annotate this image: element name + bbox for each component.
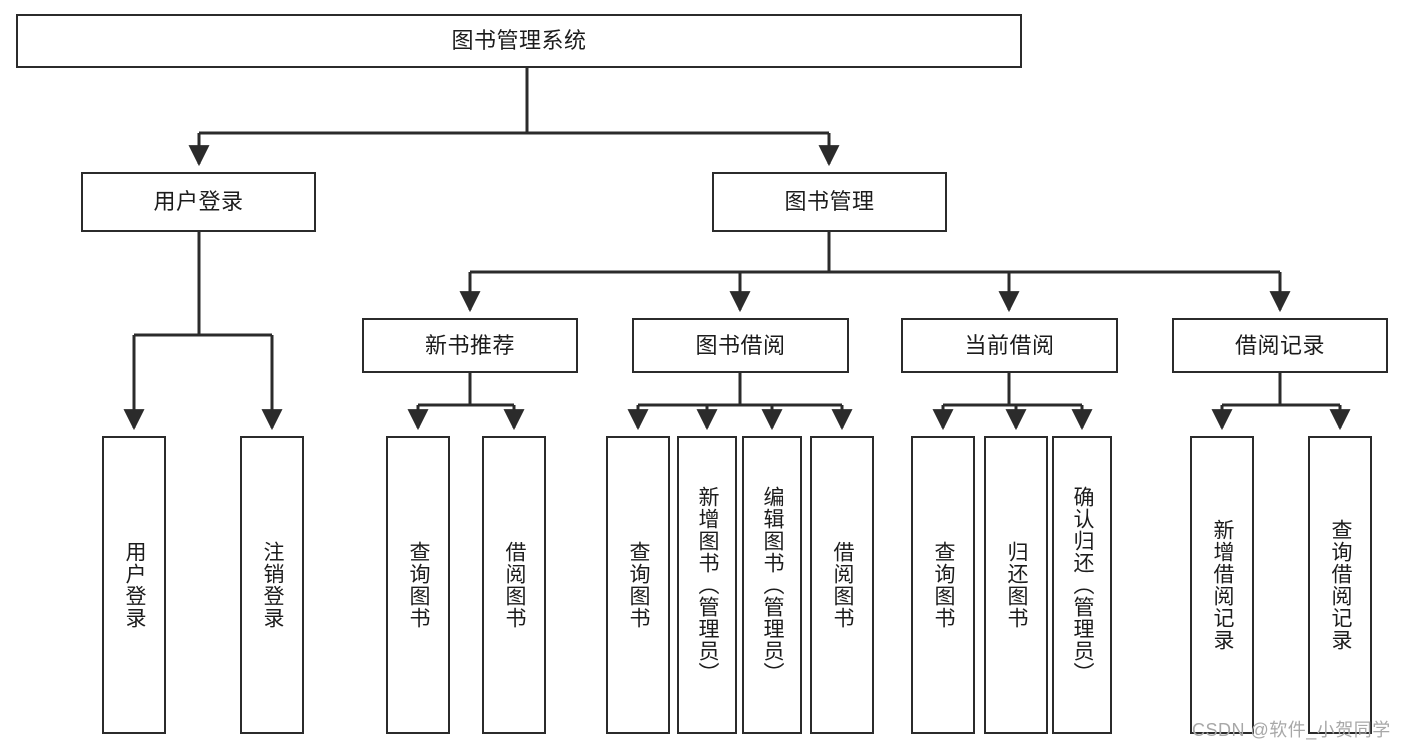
node-user-login[interactable]: 用户登录 (81, 172, 316, 232)
node-leaf-edit-book-admin[interactable]: 编辑图书（管理员） (742, 436, 802, 734)
node-user-login-label: 用户登录 (153, 189, 244, 215)
node-leaf-query-book-rec-label: 查询图书 (407, 541, 431, 629)
node-book-borrow-label: 图书借阅 (695, 332, 786, 358)
node-leaf-query-book-borrow-label: 查询图书 (627, 541, 651, 629)
node-current-borrow-label: 当前借阅 (964, 332, 1055, 358)
node-leaf-borrow-book-rec[interactable]: 借阅图书 (482, 436, 546, 734)
node-borrow-record[interactable]: 借阅记录 (1172, 318, 1388, 373)
node-leaf-borrow-book-label: 借阅图书 (831, 541, 855, 629)
node-leaf-return-book-label: 归还图书 (1005, 541, 1029, 629)
node-book-borrow[interactable]: 图书借阅 (632, 318, 849, 373)
node-book-manage-label: 图书管理 (784, 189, 875, 215)
node-leaf-borrow-book-rec-label: 借阅图书 (503, 541, 527, 629)
node-current-borrow[interactable]: 当前借阅 (901, 318, 1118, 373)
node-new-book-rec-label: 新书推荐 (424, 332, 515, 358)
node-root[interactable]: 图书管理系统 (16, 14, 1022, 68)
node-leaf-query-borrow-record-label: 查询借阅记录 (1329, 519, 1353, 651)
node-leaf-query-book-current-label: 查询图书 (932, 541, 956, 629)
node-leaf-add-borrow-record-label: 新增借阅记录 (1211, 519, 1235, 651)
node-new-book-rec[interactable]: 新书推荐 (362, 318, 578, 373)
node-leaf-return-book[interactable]: 归还图书 (984, 436, 1048, 734)
node-book-manage[interactable]: 图书管理 (712, 172, 947, 232)
node-leaf-borrow-book[interactable]: 借阅图书 (810, 436, 874, 734)
node-leaf-user-login[interactable]: 用户登录 (102, 436, 166, 734)
node-borrow-record-label: 借阅记录 (1234, 332, 1325, 358)
node-leaf-query-borrow-record[interactable]: 查询借阅记录 (1308, 436, 1372, 734)
node-leaf-user-logout[interactable]: 注销登录 (240, 436, 304, 734)
node-leaf-query-book-borrow[interactable]: 查询图书 (606, 436, 670, 734)
watermark-text: CSDN @软件_小贺同学 (1192, 720, 1391, 740)
node-root-label: 图书管理系统 (451, 28, 587, 54)
node-leaf-query-book-current[interactable]: 查询图书 (911, 436, 975, 734)
node-leaf-confirm-return-admin-label: 确认归还（管理员） (1071, 486, 1095, 684)
node-leaf-add-book-admin-label: 新增图书（管理员） (696, 486, 720, 684)
node-leaf-confirm-return-admin[interactable]: 确认归还（管理员） (1052, 436, 1112, 734)
node-leaf-query-book-rec[interactable]: 查询图书 (386, 436, 450, 734)
node-leaf-edit-book-admin-label: 编辑图书（管理员） (761, 486, 785, 684)
node-leaf-add-borrow-record[interactable]: 新增借阅记录 (1190, 436, 1254, 734)
node-leaf-user-login-label: 用户登录 (123, 541, 147, 629)
node-leaf-add-book-admin[interactable]: 新增图书（管理员） (677, 436, 737, 734)
node-leaf-user-logout-label: 注销登录 (261, 541, 285, 629)
